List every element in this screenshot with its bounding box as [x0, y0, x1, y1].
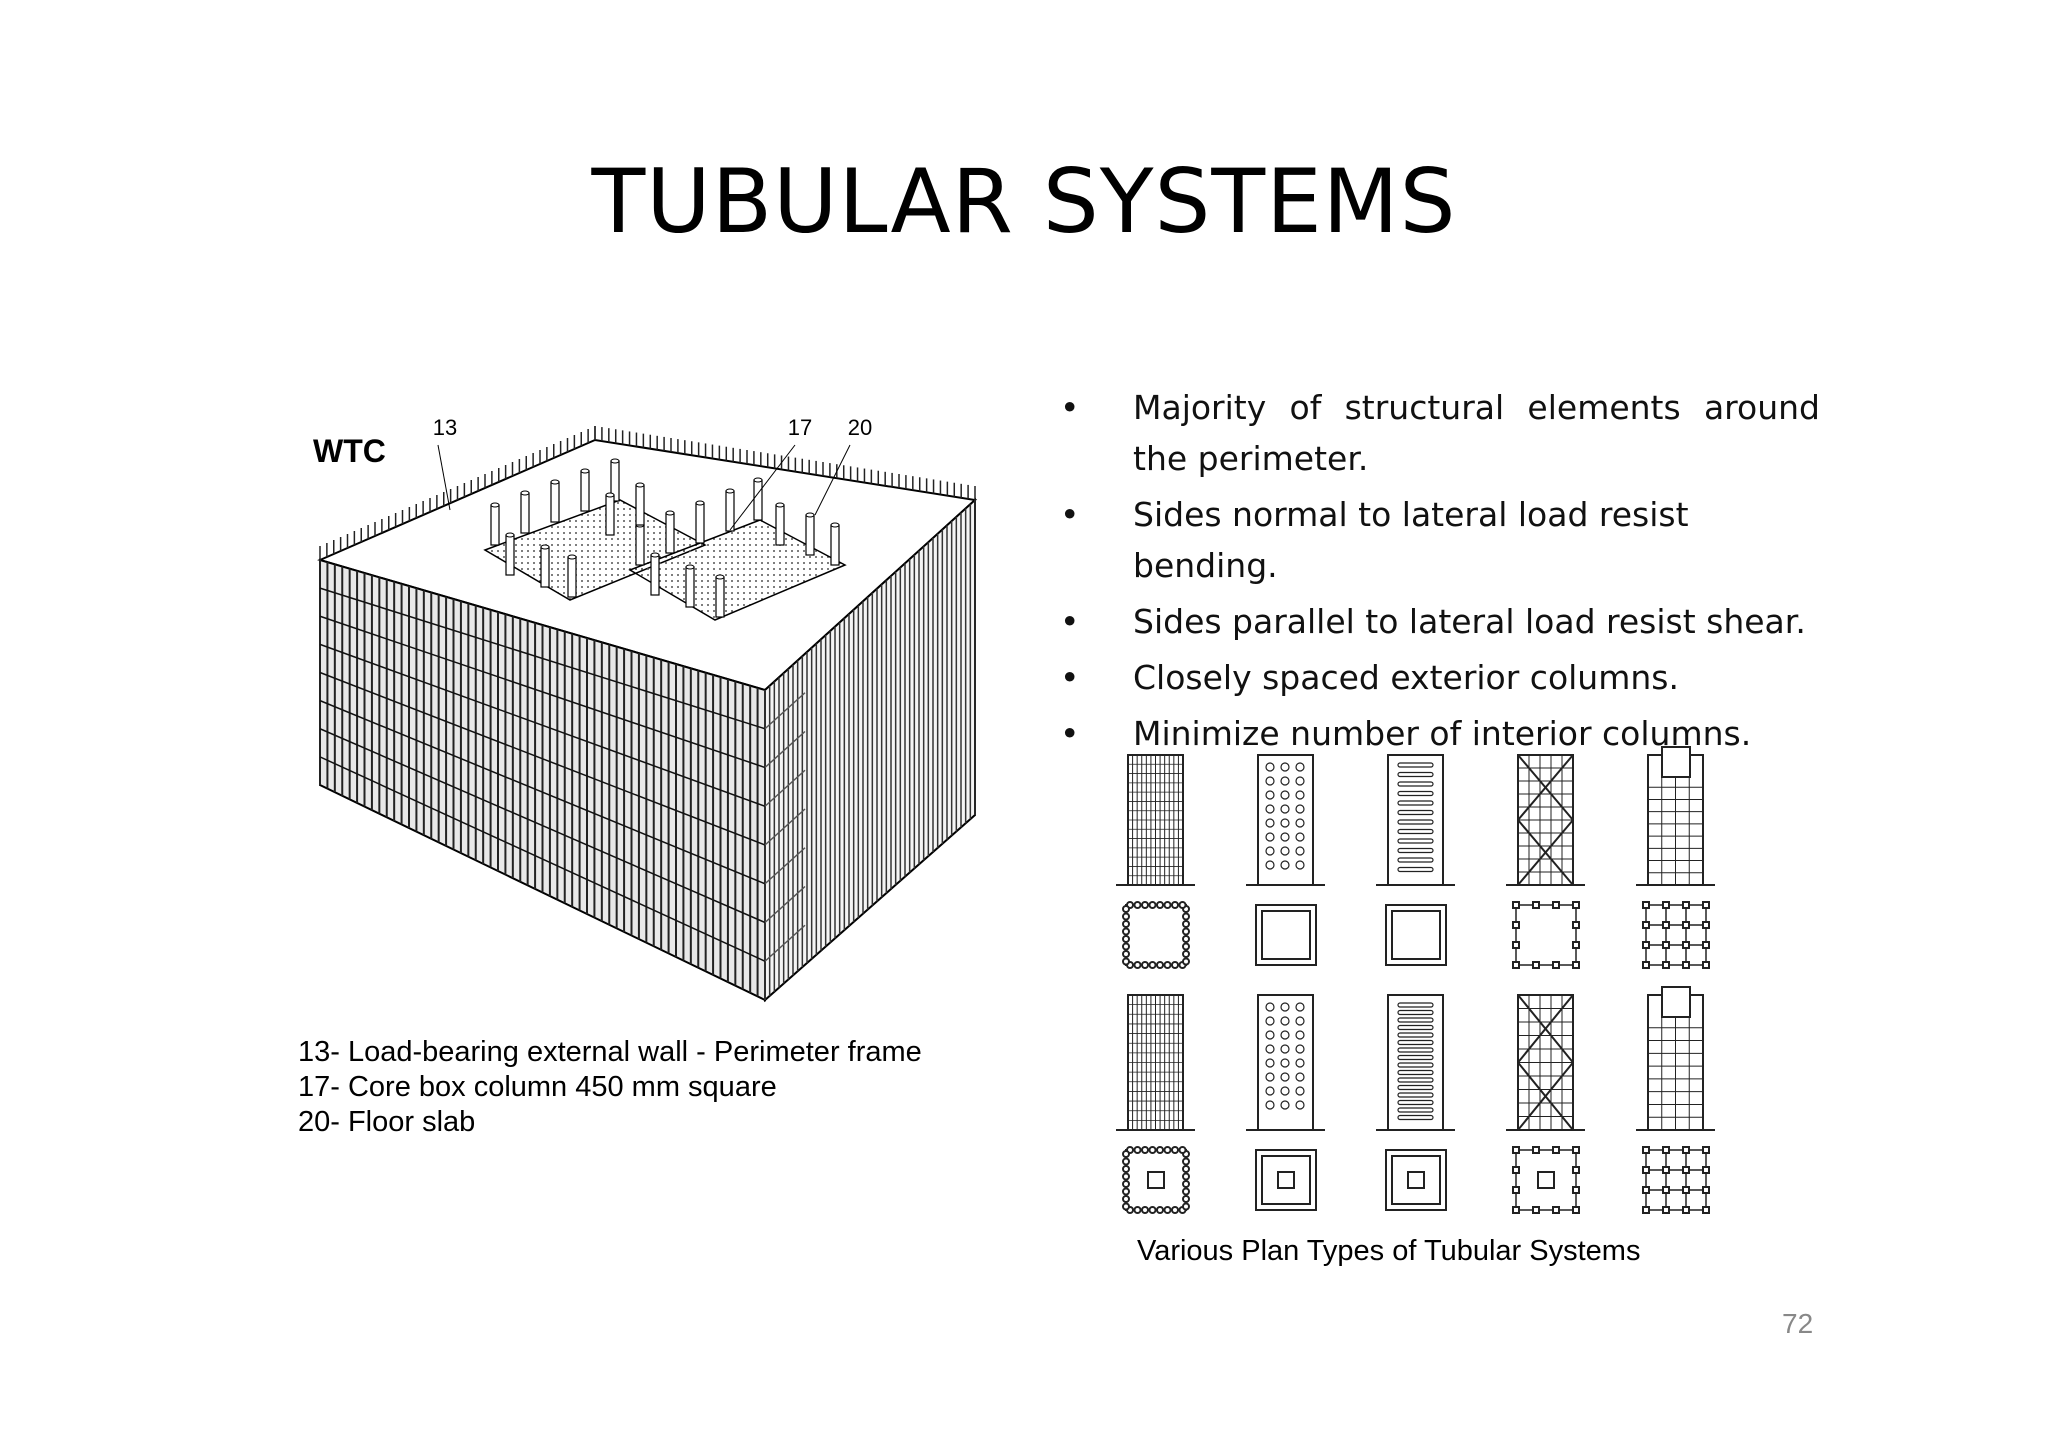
bullet-item: •Majority of structural elements around …	[1060, 382, 1820, 484]
wtc-label: WTC	[313, 433, 386, 469]
bullet-item: •Minimize number of interior columns.	[1060, 708, 1820, 759]
tubular-plan-types-figure	[1116, 746, 1715, 1214]
bullet-item: •Sides normal to lateral load resist ben…	[1060, 489, 1820, 591]
slide-title: TUBULAR SYSTEMS	[591, 150, 1457, 253]
bullet-list: •Majority of structural elements around …	[1060, 382, 1820, 764]
bullet-marker: •	[1060, 658, 1080, 697]
bullet-marker: •	[1060, 495, 1080, 534]
plans-caption: Various Plan Types of Tubular Systems	[1137, 1235, 1641, 1267]
bullet-marker: •	[1060, 602, 1080, 641]
bullet-marker: •	[1060, 388, 1080, 427]
callout-17: 17	[788, 415, 812, 440]
legend-item: 20- Floor slab	[298, 1106, 476, 1138]
legend: 13- Load-bearing external wall - Perimet…	[298, 1035, 922, 1140]
callout-13: 13	[433, 415, 457, 440]
page-number: 72	[1782, 1308, 1814, 1339]
callout-20: 20	[848, 415, 872, 440]
wtc-structure-illustration: 13 17 20	[317, 415, 978, 1003]
legend-item: 13- Load-bearing external wall - Perimet…	[298, 1036, 922, 1068]
legend-item: 17- Core box column 450 mm square	[298, 1071, 777, 1103]
bullet-item: •Sides parallel to lateral load resist s…	[1060, 596, 1820, 647]
bullet-item: •Closely spaced exterior columns.	[1060, 652, 1820, 703]
bullet-marker: •	[1060, 714, 1080, 753]
